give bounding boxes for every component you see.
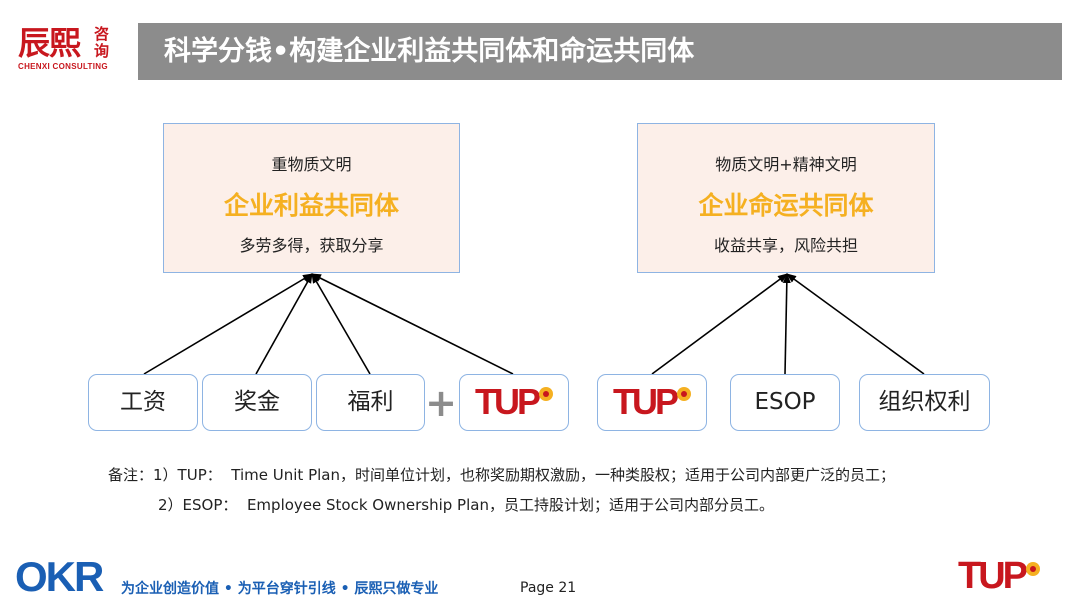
note-line-2: 2）ESOP： Employee Stock Ownership Plan，员工… xyxy=(158,494,774,515)
destiny-community-box: 物质文明+精神文明 企业命运共同体 收益共享，风险共担 xyxy=(637,123,935,273)
logo-en-text: CHENXI CONSULTING xyxy=(18,62,108,71)
source-box-welfare: 福利 xyxy=(316,374,425,431)
source-box-salary: 工资 xyxy=(88,374,198,431)
interest-box-line3: 多劳多得，获取分享 xyxy=(239,236,384,255)
okr-logo: OKR xyxy=(15,553,104,600)
footer-slogan: 为企业创造价值 • 为平台穿针引线 • 辰熙只做专业 xyxy=(121,581,439,597)
source-label-esop: ESOP xyxy=(754,389,816,415)
tup-logo-dot-icon xyxy=(1026,562,1040,576)
page-number: Page 21 xyxy=(520,580,577,596)
logo-cn-text: 辰熙 xyxy=(18,24,81,62)
note-line-1: 备注：1）TUP： Time Unit Plan，时间单位计划，也称奖励期权激励… xyxy=(108,464,895,485)
tup-logo-right: TUP xyxy=(613,375,691,429)
source-box-bonus: 奖金 xyxy=(202,374,312,431)
destiny-box-line3: 收益共享，风险共担 xyxy=(713,236,858,255)
footer-tup-logo: TUP xyxy=(958,553,1048,599)
logo-cn-side-text: 咨询 xyxy=(94,25,110,60)
slide-title: 科学分钱•构建企业利益共同体和命运共同体 xyxy=(164,36,695,67)
title-bar: 科学分钱•构建企业利益共同体和命运共同体 xyxy=(138,23,1062,80)
tup-logo-dot-icon xyxy=(677,387,691,401)
destiny-box-line1: 物质文明+精神文明 xyxy=(715,155,857,174)
interest-box-line1: 重物质文明 xyxy=(271,155,352,174)
tup-logo-dot-icon xyxy=(539,387,553,401)
source-label-bonus: 奖金 xyxy=(234,389,280,415)
source-box-tup-right: TUP xyxy=(597,374,707,431)
note1-prefix: 1）TUP： xyxy=(153,466,222,484)
note-prefix: 备注： xyxy=(108,466,154,484)
source-box-tup-left: TUP xyxy=(459,374,569,431)
source-label-salary: 工资 xyxy=(120,389,166,415)
arrow-esop xyxy=(782,273,791,375)
arrow-tup-right xyxy=(651,273,788,375)
company-logo: 辰熙 咨询 xyxy=(18,24,109,64)
arrow-welfare xyxy=(311,273,371,375)
interest-box-title: 企业利益共同体 xyxy=(223,191,399,220)
note2-body: Employee Stock Ownership Plan，员工持股计划；适用于… xyxy=(246,496,774,514)
note1-body: Time Unit Plan，时间单位计划，也称奖励期权激励，一种类股权；适用于… xyxy=(231,466,895,484)
plus-sign: + xyxy=(425,381,457,425)
note2-prefix: 2）ESOP： xyxy=(158,496,238,514)
arrow-salary xyxy=(143,273,313,375)
tup-logo-left: TUP xyxy=(475,375,553,429)
source-label-org-rights: 组织权利 xyxy=(878,389,971,415)
tup-logo-left-text: TUP xyxy=(475,381,541,422)
arrow-org-rights xyxy=(786,273,925,375)
destiny-box-title: 企业命运共同体 xyxy=(698,191,874,220)
source-box-esop: ESOP xyxy=(730,374,840,431)
source-box-org-rights: 组织权利 xyxy=(859,374,990,431)
arrow-tup-left xyxy=(311,273,514,375)
source-label-welfare: 福利 xyxy=(347,389,394,415)
footer-tup-text: TUP xyxy=(958,555,1028,597)
arrow-bonus xyxy=(255,273,313,375)
interest-community-box: 重物质文明 企业利益共同体 多劳多得，获取分享 xyxy=(163,123,460,273)
tup-logo-right-text: TUP xyxy=(613,381,679,422)
